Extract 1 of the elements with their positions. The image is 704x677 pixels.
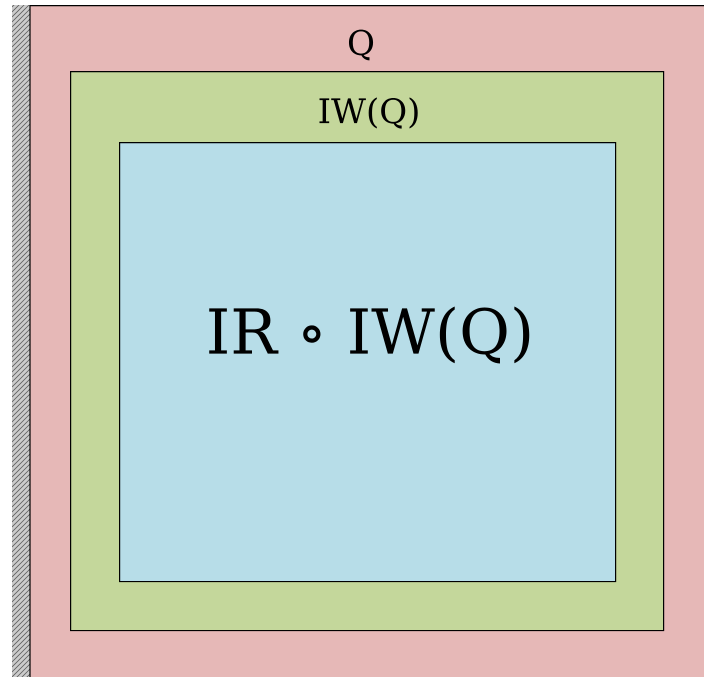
inner-box: IR ∘ IW(Q) [119,142,616,582]
